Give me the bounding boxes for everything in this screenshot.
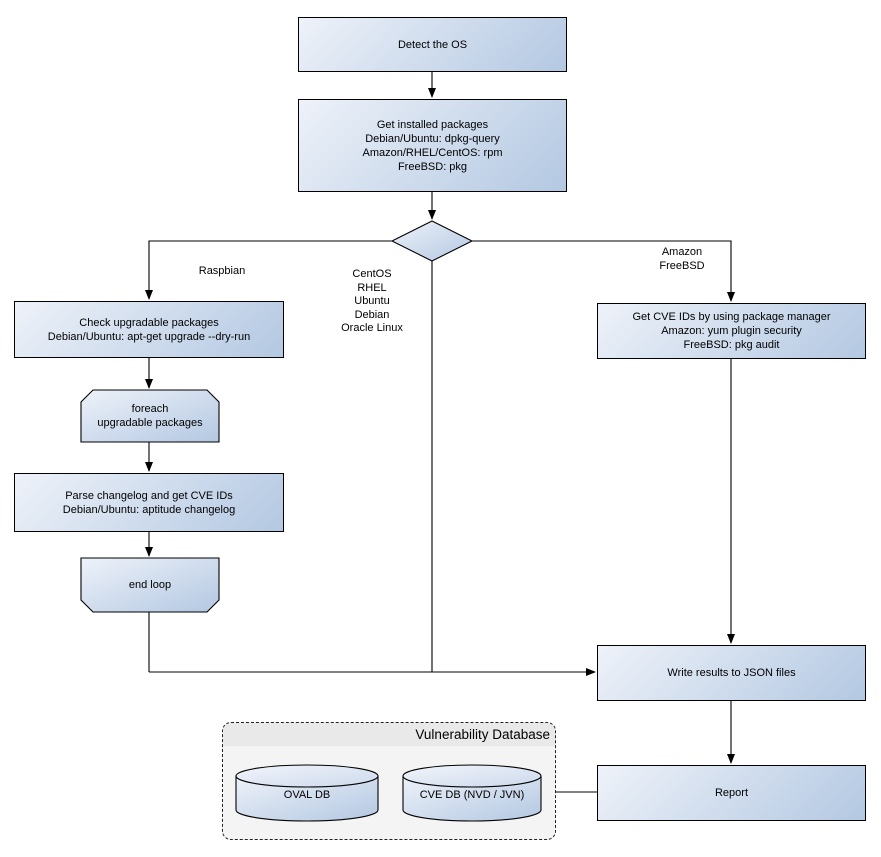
foreach-loop-shape	[80, 389, 220, 443]
decision-diamond	[390, 220, 474, 262]
branch-text-line: Oracle Linux	[341, 322, 403, 334]
oval-db-cylinder-top	[235, 764, 379, 788]
cve-db-cylinder	[402, 775, 542, 822]
node-text-line: Debian/Ubuntu: dpkg-query	[365, 132, 500, 145]
cve-db-cylinder-top	[402, 764, 542, 788]
end-loop-shape	[80, 557, 220, 613]
node-text-line: FreeBSD: pkg audit	[683, 339, 780, 351]
node-text-line: Check upgradable packages	[79, 316, 219, 329]
branch-text-line: CentOS	[352, 268, 392, 280]
edge-decision-to-check	[145, 240, 392, 300]
node-detect-os: Detect the OS	[298, 17, 567, 72]
branch-text-line: Raspbian	[198, 265, 246, 277]
node-text-line: FreeBSD: pkg	[397, 160, 468, 173]
branch-text-line: Debian	[354, 308, 390, 321]
container-title-band: Vulnerability Database	[223, 723, 555, 746]
node-text-line: Detect the OS	[397, 38, 468, 51]
branch-text-line: Ubuntu	[354, 295, 390, 307]
node-check-upgradable: Check upgradable packages Debian/Ubuntu:…	[14, 301, 284, 358]
node-text-line: Debian/Ubuntu: apt-get upgrade --dry-run	[47, 330, 251, 343]
edge-decision-to-getcve	[472, 240, 735, 302]
node-parse-changelog: Parse changelog and get CVE IDs Debian/U…	[14, 473, 284, 532]
node-text-line: Parse changelog and get CVE IDs	[65, 489, 233, 502]
branch-text-line: Amazon	[661, 246, 703, 258]
oval-db-cylinder	[235, 775, 379, 822]
node-get-installed-packages: Get installed packages Debian/Ubuntu: dp…	[298, 99, 567, 192]
branch-text-line: RHEL	[357, 281, 387, 294]
node-report: Report	[597, 765, 866, 821]
node-get-cve-ids: Get CVE IDs by using package manager Ama…	[597, 303, 866, 359]
node-text-line: Amazon/RHEL/CentOS: rpm	[362, 146, 503, 159]
node-text-line: Get CVE IDs by using package manager	[632, 311, 831, 323]
branch-text-line: FreeBSD	[659, 259, 705, 272]
branch-label-middle-os-list: CentOS RHEL Ubuntu Debian Oracle Linux	[322, 268, 422, 336]
node-write-results: Write results to JSON files	[597, 645, 866, 701]
container-title: Vulnerability Database	[415, 727, 550, 742]
node-text-line: Amazon: yum plugin security	[661, 325, 802, 337]
branch-label-raspbian: Raspbian	[177, 265, 267, 279]
node-text-line: Report	[714, 787, 749, 799]
node-text-line: Write results to JSON files	[667, 667, 796, 679]
node-text-line: Debian/Ubuntu: aptitude changelog	[62, 503, 236, 516]
branch-label-amazon-freebsd: Amazon FreeBSD	[637, 246, 727, 273]
node-text-line: Get installed packages	[376, 118, 489, 131]
